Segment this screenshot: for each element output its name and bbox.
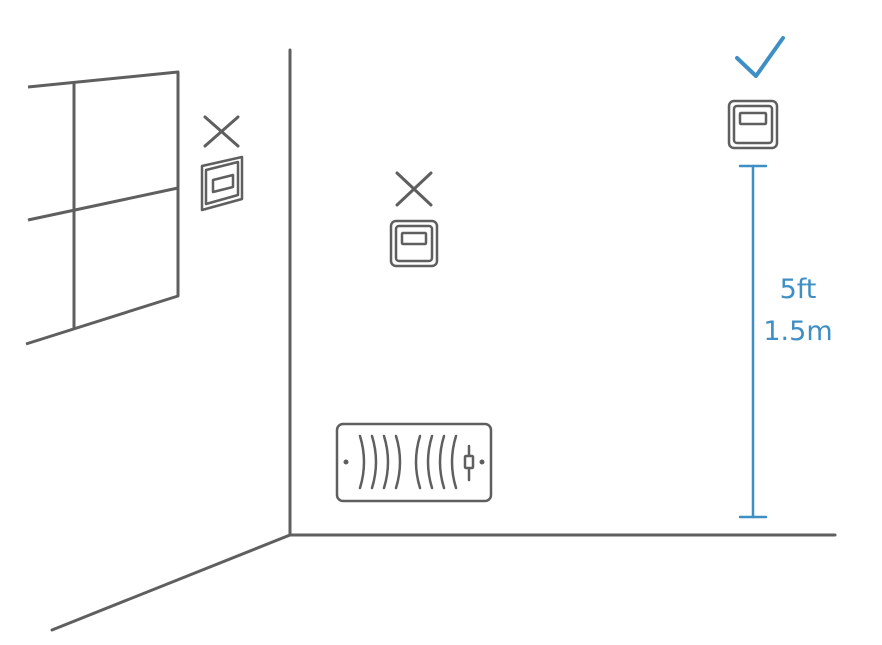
measure-label-backdrop [755,266,845,348]
height-measurement [738,164,768,519]
vent-lever [463,444,475,482]
window-frame [25,70,180,346]
placement-low-wall [389,171,439,268]
vent-frame [335,422,493,503]
air-vent-icon [335,422,493,503]
vent-screw-left [343,459,349,465]
window-mullion-horizontal [27,186,179,222]
vent-screw-right [479,459,485,465]
check-mark-icon [735,36,785,78]
x-mark-icon [203,115,240,148]
floor-line-side [50,533,292,632]
height-label-imperial: 5ft [780,274,817,305]
window-icon [25,70,180,346]
room-corner [50,48,837,632]
vent-louvers [358,434,458,490]
thermostat-icon [727,99,779,150]
placement-recommended [727,36,785,150]
thermostat-icon [389,219,439,268]
placement-near-window [200,115,244,212]
x-mark-icon [395,171,433,207]
height-label-metric: 1.5m [763,316,832,347]
thermostat-icon [200,155,244,212]
